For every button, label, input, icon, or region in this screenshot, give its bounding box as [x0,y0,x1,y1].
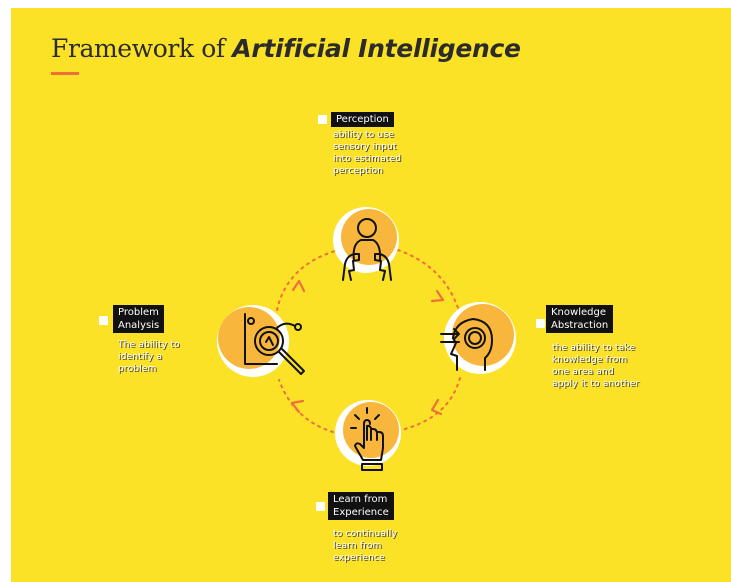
perception-marker [318,115,327,124]
connector-problem-to-perception [276,250,336,311]
perception-desc-line-1: ability to use [333,130,395,140]
learn-description: to continually learn from experience [332,528,398,564]
learn-title: Learn from Experience [328,492,394,520]
connector-knowledge-to-learn [400,377,461,431]
problem-desc-line-3: problem [118,364,157,374]
infographic-canvas: Framework of Artificial Intelligence [11,8,731,582]
title-emphasis-text: Artificial Intelligence [232,34,521,63]
learn-node [335,400,401,471]
perception-desc-line-2: sensory input [333,142,397,152]
knowledge-desc-line-1: the ability to take [552,343,636,353]
learn-desc-line-2: learn from [333,541,382,551]
arrowhead-right-top [430,289,445,303]
knowledge-node-circle [452,304,514,366]
knowledge-marker [536,319,545,328]
connector-perception-to-knowledge [397,249,459,309]
page-title: Framework of Artificial Intelligence [51,36,521,62]
perception-desc-line-4: perception [333,166,384,176]
title-underline [51,72,79,75]
knowledge-desc-line-3: one area and [552,367,614,377]
connector-learn-to-problem [278,379,334,433]
learn-desc-line-1: to continually [333,529,398,539]
arrowhead-left-top [291,279,306,293]
problem-desc-line-1: The ability to [118,340,180,350]
perception-node [333,207,399,281]
problem-node-circle [218,307,280,369]
ai-framework-diagram [217,207,516,471]
problem-description: The ability to identify a problem [117,339,181,375]
problem-title: Problem Analysis [113,305,165,333]
head-with-arrows-icon [440,318,493,371]
perception-title: Perception [331,112,394,127]
arrowhead-right-bottom [430,398,443,416]
knowledge-title: Knowledge Abstraction [546,305,614,333]
knowledge-desc-line-2: knowledge from [552,355,628,365]
knowledge-description: the ability to take knowledge from one a… [551,342,640,390]
learn-desc-line-3: experience [333,553,385,563]
perception-desc-line-3: into estimated [333,154,402,164]
problem-node [217,305,305,377]
problem-desc-line-2: identify a [118,352,163,362]
knowledge-desc-line-4: apply it to another [552,379,640,389]
perception-description: ability to use sensory input into estima… [332,129,402,177]
learn-marker [316,502,325,511]
magnifier-chart-icon [244,313,305,375]
cycle-arrowheads [290,279,445,416]
arrowhead-left-bottom [290,399,305,414]
cycle-connectors [276,249,461,433]
title-plain-text: Framework of [51,34,233,63]
problem-marker [99,316,108,325]
pointing-hand-icon [350,407,384,471]
knowledge-node [440,302,516,374]
two-heads-icon [342,218,392,281]
